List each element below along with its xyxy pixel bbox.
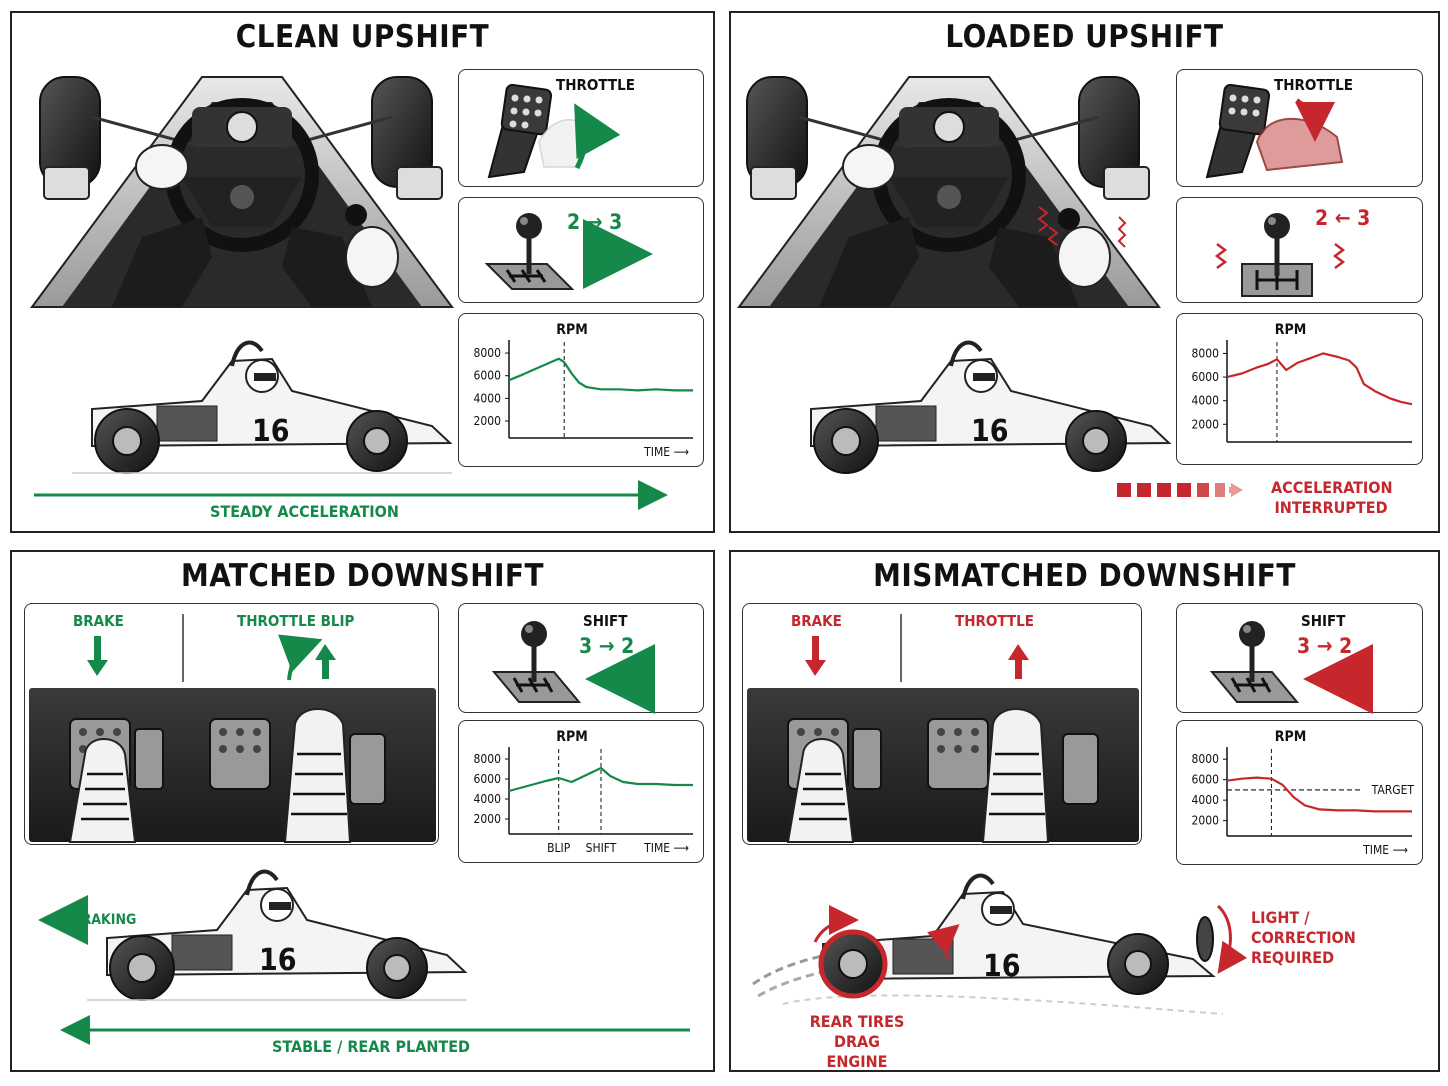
panel-mismatched-downshift: MISMATCHED DOWNSHIFT BRAKE THROTTLE SHIF… xyxy=(729,550,1440,1072)
shifter-icon xyxy=(484,213,653,290)
rear-tires-caption: REAR TIRES DRAG ENGINE xyxy=(787,1012,927,1072)
race-car-side: 16 xyxy=(37,869,468,1001)
car-number: 16 xyxy=(252,414,290,449)
rpm-chart-title: RPM xyxy=(1275,729,1306,745)
panel-matched-downshift: MATCHED DOWNSHIFT BRAKE THROTTLE BLIP SH… xyxy=(10,550,715,1072)
race-car-side: 16 xyxy=(752,873,1248,1015)
pedal-box: BRAKE THROTTLE BLIP xyxy=(24,603,439,845)
y-tick-label: 4000 xyxy=(1192,394,1220,408)
interrupted-arrow xyxy=(1117,483,1243,497)
pedal-icon xyxy=(1205,83,1344,179)
acceleration-arrow xyxy=(34,480,668,510)
throttle-box: THROTTLE xyxy=(1176,69,1423,187)
y-tick-label: 4000 xyxy=(474,391,502,405)
throttle-label: THROTTLE xyxy=(1274,76,1353,94)
y-tick-label: 8000 xyxy=(474,752,502,766)
pedal-illustration xyxy=(29,614,436,843)
stable-arrow xyxy=(60,1015,690,1045)
y-tick-label: 8000 xyxy=(1192,752,1220,766)
rpm-series-line xyxy=(1226,352,1413,406)
pedal-illustration xyxy=(747,614,1139,843)
throttle-label: THROTTLE xyxy=(955,612,1034,630)
shifter-box: SHIFT 3 → 2 xyxy=(458,603,704,714)
shifter-box: 2 ← 3 xyxy=(1176,197,1423,303)
gear-label: 2 ← 3 xyxy=(1315,206,1371,230)
y-tick-label: 2000 xyxy=(474,812,502,826)
throttle-box: THROTTLE xyxy=(458,69,704,187)
y-tick-label: 6000 xyxy=(1192,773,1220,787)
y-tick-label: 6000 xyxy=(474,369,502,383)
x-axis-label: TIME ⟶ xyxy=(1362,843,1408,857)
rpm-chart-title: RPM xyxy=(556,729,587,745)
steady-acceleration-caption: STEADY ACCELERATION xyxy=(210,502,399,521)
x-axis-label: TIME ⟶ xyxy=(643,445,689,459)
caption-line1: ACCELERATION xyxy=(1271,478,1393,497)
race-car-side: 16 xyxy=(751,340,1172,474)
target-label: TARGET xyxy=(1371,783,1415,797)
throttle-label: THROTTLE xyxy=(556,76,635,94)
correction-note: LIGHT / CORRECTION REQUIRED xyxy=(1251,908,1356,968)
cockpit-illustration xyxy=(737,76,1161,308)
car-number: 16 xyxy=(983,949,1021,984)
throttle-blip-label: THROTTLE BLIP xyxy=(237,612,355,630)
acceleration-interrupted-caption: ACCELERATION INTERRUPTED xyxy=(1271,478,1393,518)
note-line1: LIGHT / xyxy=(1251,908,1310,927)
race-car-side: 16 xyxy=(32,340,453,474)
panel-title: CLEAN UPSHIFT xyxy=(235,19,490,55)
panel-clean-upshift: CLEAN UPSHIFT THROTTLE 2 xyxy=(10,11,715,533)
stable-caption: STABLE / REAR PLANTED xyxy=(272,1037,471,1056)
y-tick-label: 2000 xyxy=(1192,417,1220,431)
rpm-series-line xyxy=(1226,776,1412,813)
panel-title: MATCHED DOWNSHIFT xyxy=(180,558,545,594)
y-tick-label: 4000 xyxy=(1192,793,1220,807)
shifter-icon xyxy=(491,621,655,714)
shift-label: SHIFT xyxy=(583,612,628,630)
brake-label: BRAKE xyxy=(791,612,842,630)
brake-label: BRAKE xyxy=(73,612,124,630)
y-tick-label: 2000 xyxy=(1192,814,1220,828)
rpm-series-line xyxy=(508,357,693,392)
braking-arrow xyxy=(38,895,88,945)
y-tick-label: 8000 xyxy=(474,346,502,360)
note-line2: CORRECTION xyxy=(1251,928,1356,947)
car-number: 16 xyxy=(259,943,297,978)
car-number: 16 xyxy=(971,414,1009,449)
shifter-box: SHIFT 3 → 2 xyxy=(1176,603,1423,714)
y-tick-label: 6000 xyxy=(474,772,502,786)
shifter-icon xyxy=(1214,213,1346,297)
panel-title: MISMATCHED DOWNSHIFT xyxy=(873,558,1296,594)
braking-label: BRAKING xyxy=(72,912,137,928)
rpm-chart-title: RPM xyxy=(1275,322,1306,338)
rpm-chart-title: RPM xyxy=(556,322,587,338)
shifter-box: 2 → 3 xyxy=(458,197,704,303)
rpm-chart: RPM 2000 4000 6000 8000 xyxy=(1192,322,1413,443)
caption-line1: REAR TIRES DRAG xyxy=(809,1012,905,1051)
marker-label: BLIP xyxy=(547,841,571,855)
rpm-chart-box: RPM 2000 4000 6000 8000 xyxy=(1176,313,1423,465)
y-tick-label: 4000 xyxy=(474,792,502,806)
panel-title: LOADED UPSHIFT xyxy=(945,19,1224,55)
panel-loaded-upshift: LOADED UPSHIFT THROTTLE 2 ← 3 xyxy=(729,11,1440,533)
caption-line2: INTERRUPTED xyxy=(1274,498,1388,517)
cockpit-illustration xyxy=(30,57,454,308)
y-tick-label: 6000 xyxy=(1192,370,1220,384)
rpm-series-line xyxy=(508,766,693,793)
y-tick-label: 2000 xyxy=(474,414,502,428)
pedal-icon xyxy=(487,83,621,179)
marker-label: SHIFT xyxy=(586,841,617,855)
y-tick-label: 8000 xyxy=(1192,346,1220,360)
note-line3: REQUIRED xyxy=(1251,948,1335,967)
shift-label: SHIFT xyxy=(1301,612,1346,630)
x-axis-label: TIME ⟶ xyxy=(643,841,689,855)
caption-line2: ENGINE xyxy=(826,1052,888,1071)
shifter-icon xyxy=(1209,621,1373,714)
pedal-box: BRAKE THROTTLE xyxy=(742,603,1142,845)
